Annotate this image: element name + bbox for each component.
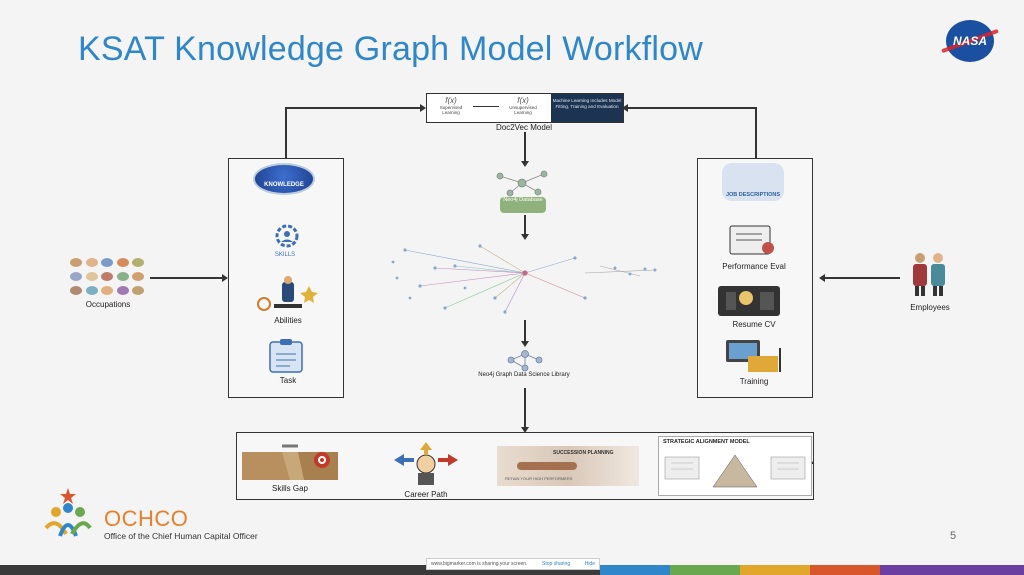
screen-share-text: www.bigmarker.com is sharing your screen… <box>431 561 528 567</box>
performance-eval-icon <box>729 225 774 255</box>
resume-cv-label: Resume CV <box>732 320 776 329</box>
performance-eval-label: Performance Eval <box>722 262 786 271</box>
succession-planning-label: SUCCESSION PLANNING <box>553 450 614 456</box>
skills-gap-label: Skills Gap <box>271 484 308 493</box>
graph-data-science-icon <box>507 350 543 372</box>
skills-gap-image <box>242 444 338 480</box>
nasa-logo-text: NASA <box>952 34 987 48</box>
handshake-icon <box>517 462 577 470</box>
employees-label: Employees <box>910 303 950 312</box>
footer-bar-segment <box>740 565 810 575</box>
arrow-down-icon <box>521 234 529 240</box>
nasa-logo: NASA <box>946 20 994 62</box>
right-horizontal-connector <box>628 107 756 109</box>
hide-button[interactable]: Hide <box>584 561 595 567</box>
training-icon <box>726 340 781 372</box>
center-connector <box>524 132 526 162</box>
left-horizontal-connector <box>285 107 420 109</box>
ochco-logo-icon <box>44 488 92 537</box>
job-descriptions-icon: JOB DESCRIPTIONS <box>722 163 784 201</box>
doc2vec-caption: Doc2Vec Model <box>495 123 553 132</box>
pyramid-diagram <box>664 454 806 488</box>
machine-learning-cell: Machine Learning Includes Model Fitting,… <box>551 94 623 122</box>
center-connector <box>524 388 526 428</box>
succession-planning-image: SUCCESSION PLANNING RETAIN YOUR HIGH PER… <box>497 446 639 486</box>
strategic-alignment-image: STRATEGIC ALIGNMENT MODEL <box>658 436 812 496</box>
supervised-learning-cell: f(x) Supervised Learning <box>431 96 471 120</box>
footer-bar-segment <box>0 565 600 575</box>
arrow-down-icon <box>521 427 529 433</box>
unsupervised-learning-cell: f(x) Unsupervised Learning <box>501 96 545 120</box>
skills-label: SKILLS <box>274 252 296 258</box>
page-number: 5 <box>950 530 957 542</box>
career-path-label: Career Path <box>404 490 448 499</box>
arrow-right-icon <box>420 104 426 112</box>
abilities-label: Abilities <box>274 316 302 325</box>
occupations-label: Occupations <box>85 300 131 309</box>
abilities-icon <box>257 276 318 311</box>
arrow-left-icon <box>819 274 825 282</box>
supervised-learning-label: Supervised Learning <box>439 105 463 115</box>
stop-sharing-button[interactable]: Stop sharing <box>542 561 571 567</box>
footer-bar-segment <box>600 565 670 575</box>
left-vertical-connector <box>285 107 287 159</box>
neo4j-gds-label: Neo4j Graph Data Science Library <box>478 372 570 378</box>
arrow-left-icon <box>622 104 628 112</box>
right-vertical-connector <box>755 107 757 159</box>
employees-connector <box>825 277 900 279</box>
center-connector <box>524 320 526 342</box>
footer-bar-segment <box>810 565 880 575</box>
strategic-alignment-label: STRATEGIC ALIGNMENT MODEL <box>663 439 750 445</box>
center-connector <box>524 215 526 235</box>
connector-line <box>473 106 499 107</box>
occupations-icon-grid <box>70 258 146 298</box>
career-path-image <box>394 442 458 485</box>
knowledge-header: KNOWLEDGE <box>264 182 304 188</box>
ochco-short-name: OCHCO <box>104 506 189 531</box>
resume-cv-icon <box>718 286 780 316</box>
knowledge-icon: KNOWLEDGE <box>253 163 315 195</box>
doc2vec-model-box: f(x) Supervised Learning f(x) Unsupervis… <box>426 93 624 123</box>
screen-share-banner: www.bigmarker.com is sharing your screen… <box>426 558 600 570</box>
footer-bar-segment <box>670 565 740 575</box>
footer-bar-segment <box>880 565 1024 575</box>
employees-icon <box>913 253 945 296</box>
neo4j-network-icon <box>496 170 548 197</box>
unsupervised-learning-label: Unsupervised Learning <box>509 105 537 115</box>
succession-planning-subtext: RETAIN YOUR HIGH PERFORMERS <box>505 476 573 481</box>
ochco-full-name: Office of the Chief Human Capital Office… <box>104 531 258 541</box>
training-label: Training <box>739 377 769 386</box>
footer-color-bar <box>0 565 1024 575</box>
skills-gear-icon <box>275 224 299 248</box>
arrow-right-icon <box>222 274 228 282</box>
function-icon: f(x) <box>445 96 457 105</box>
neo4j-database-label: Neo4j Database <box>500 197 546 213</box>
knowledge-graph-visual <box>391 244 657 314</box>
occupations-connector <box>150 277 222 279</box>
job-descriptions-header: JOB DESCRIPTIONS <box>725 192 781 198</box>
function-icon: f(x) <box>517 96 529 105</box>
slide-title: KSAT Knowledge Graph Model Workflow <box>78 30 703 68</box>
arrow-down-icon <box>521 341 529 347</box>
task-clipboard-icon <box>269 339 303 373</box>
arrow-down-icon <box>521 161 529 167</box>
task-label: Task <box>279 376 297 385</box>
